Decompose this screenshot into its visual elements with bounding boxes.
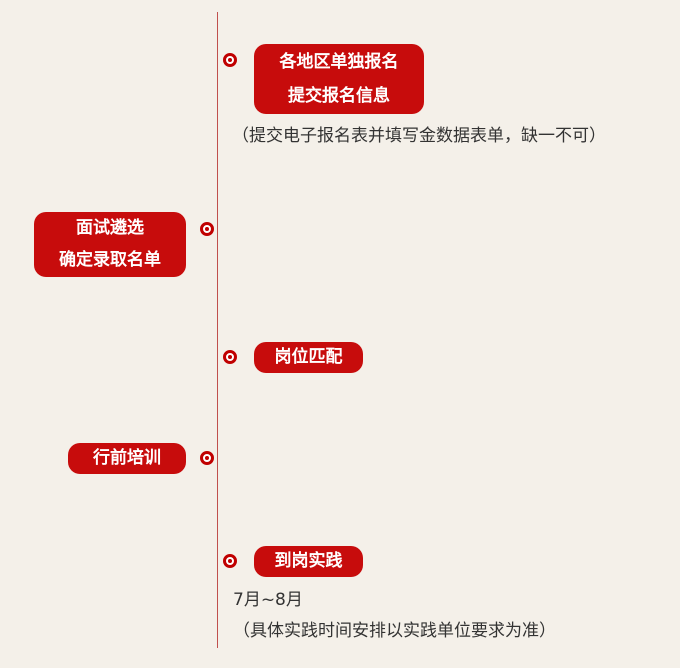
step-2-marker [200, 222, 214, 236]
step-4-marker [200, 451, 214, 465]
step-3-label-text: 岗位匹配 [274, 347, 343, 367]
step-3-label: 岗位匹配 [254, 342, 363, 373]
step-5-note-date: 7月~8月 [233, 590, 303, 610]
step-4-label-text: 行前培训 [93, 448, 161, 468]
step-5-label: 到岗实践 [254, 546, 363, 577]
step-5-note-detail: （具体实践时间安排以实践单位要求为准） [233, 621, 556, 641]
step-5-marker [223, 554, 237, 568]
step-5-label-text: 到岗实践 [274, 551, 343, 571]
step-2-label: 面试遴选 确定录取名单 [34, 212, 186, 277]
step-1-note: （提交电子报名表并填写金数据表单，缺一不可） [232, 126, 606, 146]
step-4-label: 行前培训 [68, 443, 186, 474]
step-2-label-line-2: 确定录取名单 [59, 250, 161, 270]
step-1-marker [223, 53, 237, 67]
step-2-label-line-1: 面试遴选 [76, 218, 144, 238]
step-3-marker [223, 350, 237, 364]
step-1-label: 各地区单独报名 提交报名信息 [254, 44, 424, 114]
timeline-line [217, 12, 218, 648]
step-1-label-line-1: 各地区单独报名 [279, 52, 399, 72]
step-1-label-line-2: 提交报名信息 [288, 86, 390, 106]
